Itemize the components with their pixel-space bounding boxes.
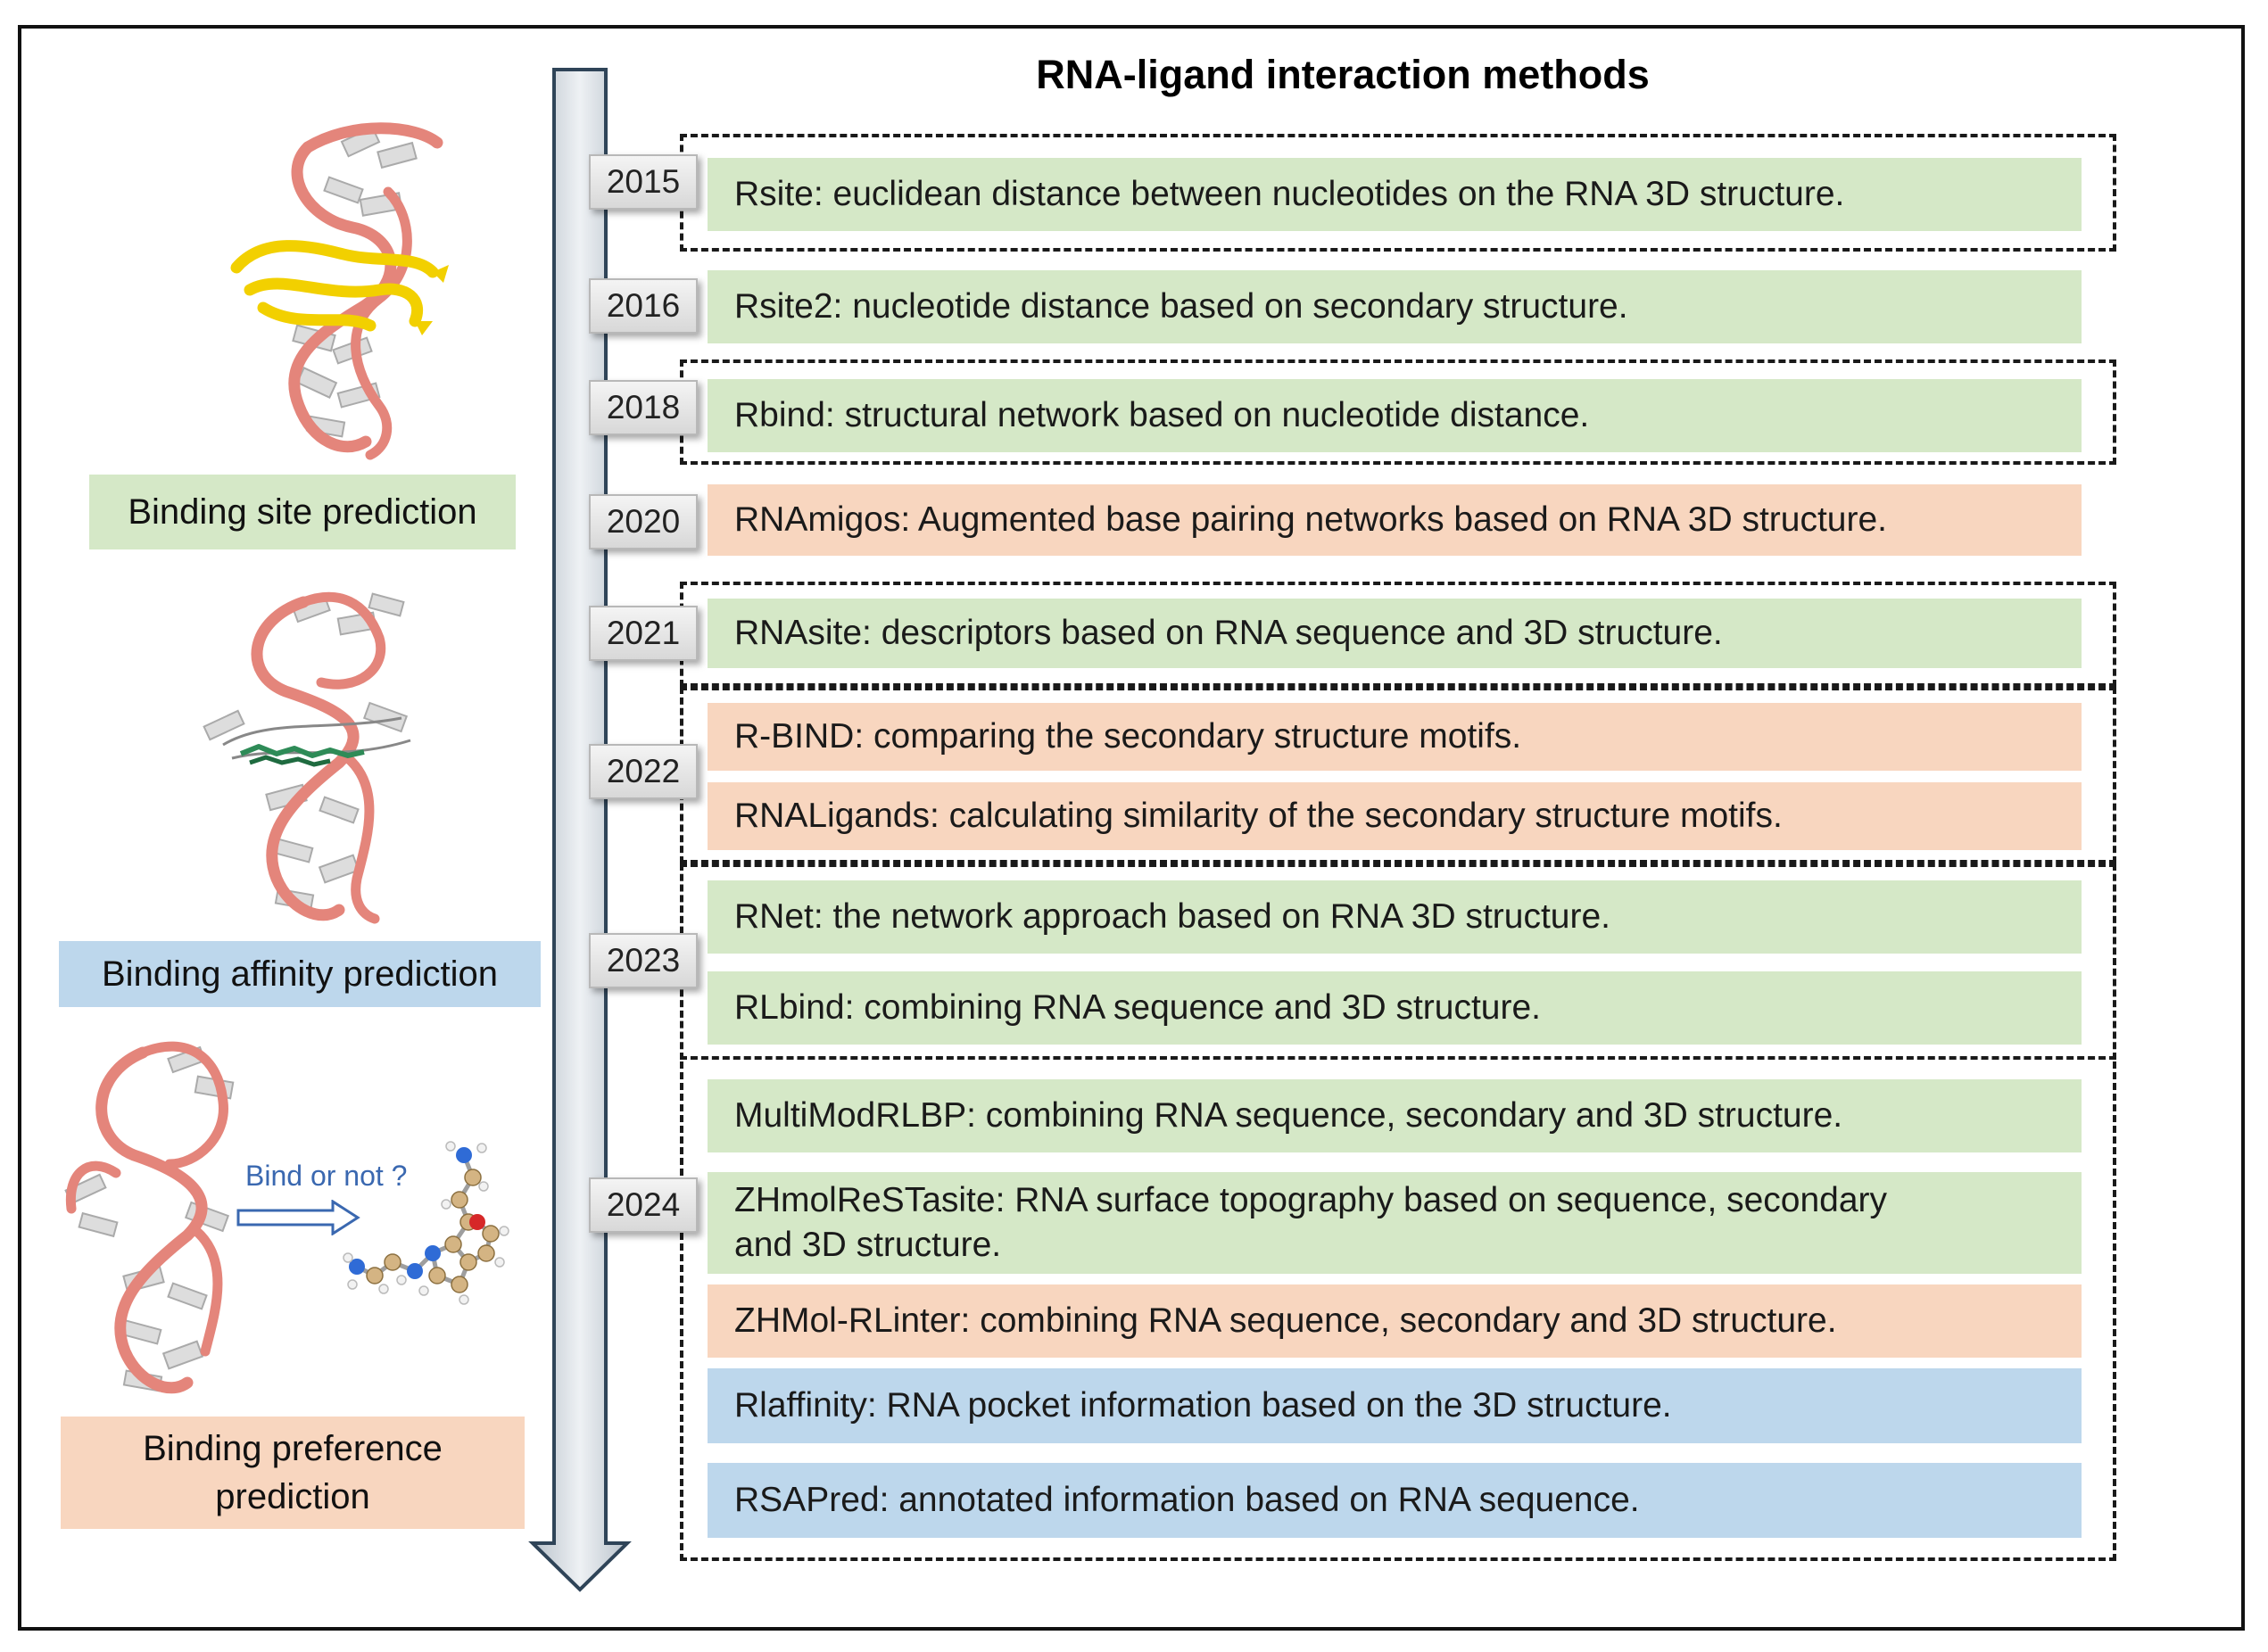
method-rsapred: RSAPred: annotated information based on … [708,1463,2082,1538]
method-rnasite: RNAsite: descriptors based on RNA sequen… [708,599,2082,668]
year-label-2022: 2022 [589,744,698,799]
rna-ribbon-icon [64,1041,235,1394]
year-label-2015: 2015 [589,154,698,210]
method-r-bind: R-BIND: comparing the secondary structur… [708,703,2082,771]
rna-ribbon-with-protein-icon [230,122,449,460]
method-multimodrlbp: MultiModRLBP: combining RNA sequence, se… [708,1079,2082,1152]
method-rnamigos: RNAmigos: Augmented base pairing network… [708,484,2082,556]
figure-title: RNA-ligand interaction methods [1036,52,1650,97]
group-2024 [680,1061,2116,1561]
category-binding-preference: Binding preference prediction [61,1417,525,1529]
method-zhmol-rlinter: ZHMol-RLinter: combining RNA sequence, s… [708,1284,2082,1358]
method-rnaligands: RNALigands: calculating similarity of th… [708,782,2082,850]
method-rsite2: Rsite2: nucleotide distance based on sec… [708,270,2082,343]
method-zhmolrestasite: ZHmolReSTasite: RNA surface topography b… [708,1172,2082,1274]
method-rsite: Rsite: euclidean distance between nucleo… [708,158,2082,231]
bind-or-not-label: Bind or not ? [245,1160,408,1192]
method-rlbind: RLbind: combining RNA sequence and 3D st… [708,971,2082,1045]
year-label-2024: 2024 [589,1177,698,1233]
year-label-2021: 2021 [589,606,698,661]
method-rbind: Rbind: structural network based on nucle… [708,379,2082,452]
year-label-2018: 2018 [589,380,698,435]
arrow-right-icon [236,1200,360,1235]
category-binding-affinity: Binding affinity prediction [59,941,541,1007]
year-label-2016: 2016 [589,278,698,334]
rna-ribbon-with-ligand-icon [203,591,411,924]
year-label-2020: 2020 [589,494,698,549]
figure-frame [18,25,2245,1631]
year-label-2023: 2023 [589,933,698,988]
method-rlaffinity: Rlaffinity: RNA pocket information based… [708,1368,2082,1443]
method-rnet: RNet: the network approach based on RNA … [708,880,2082,954]
category-binding-site: Binding site prediction [89,475,516,549]
small-molecule-icon [343,1141,509,1305]
